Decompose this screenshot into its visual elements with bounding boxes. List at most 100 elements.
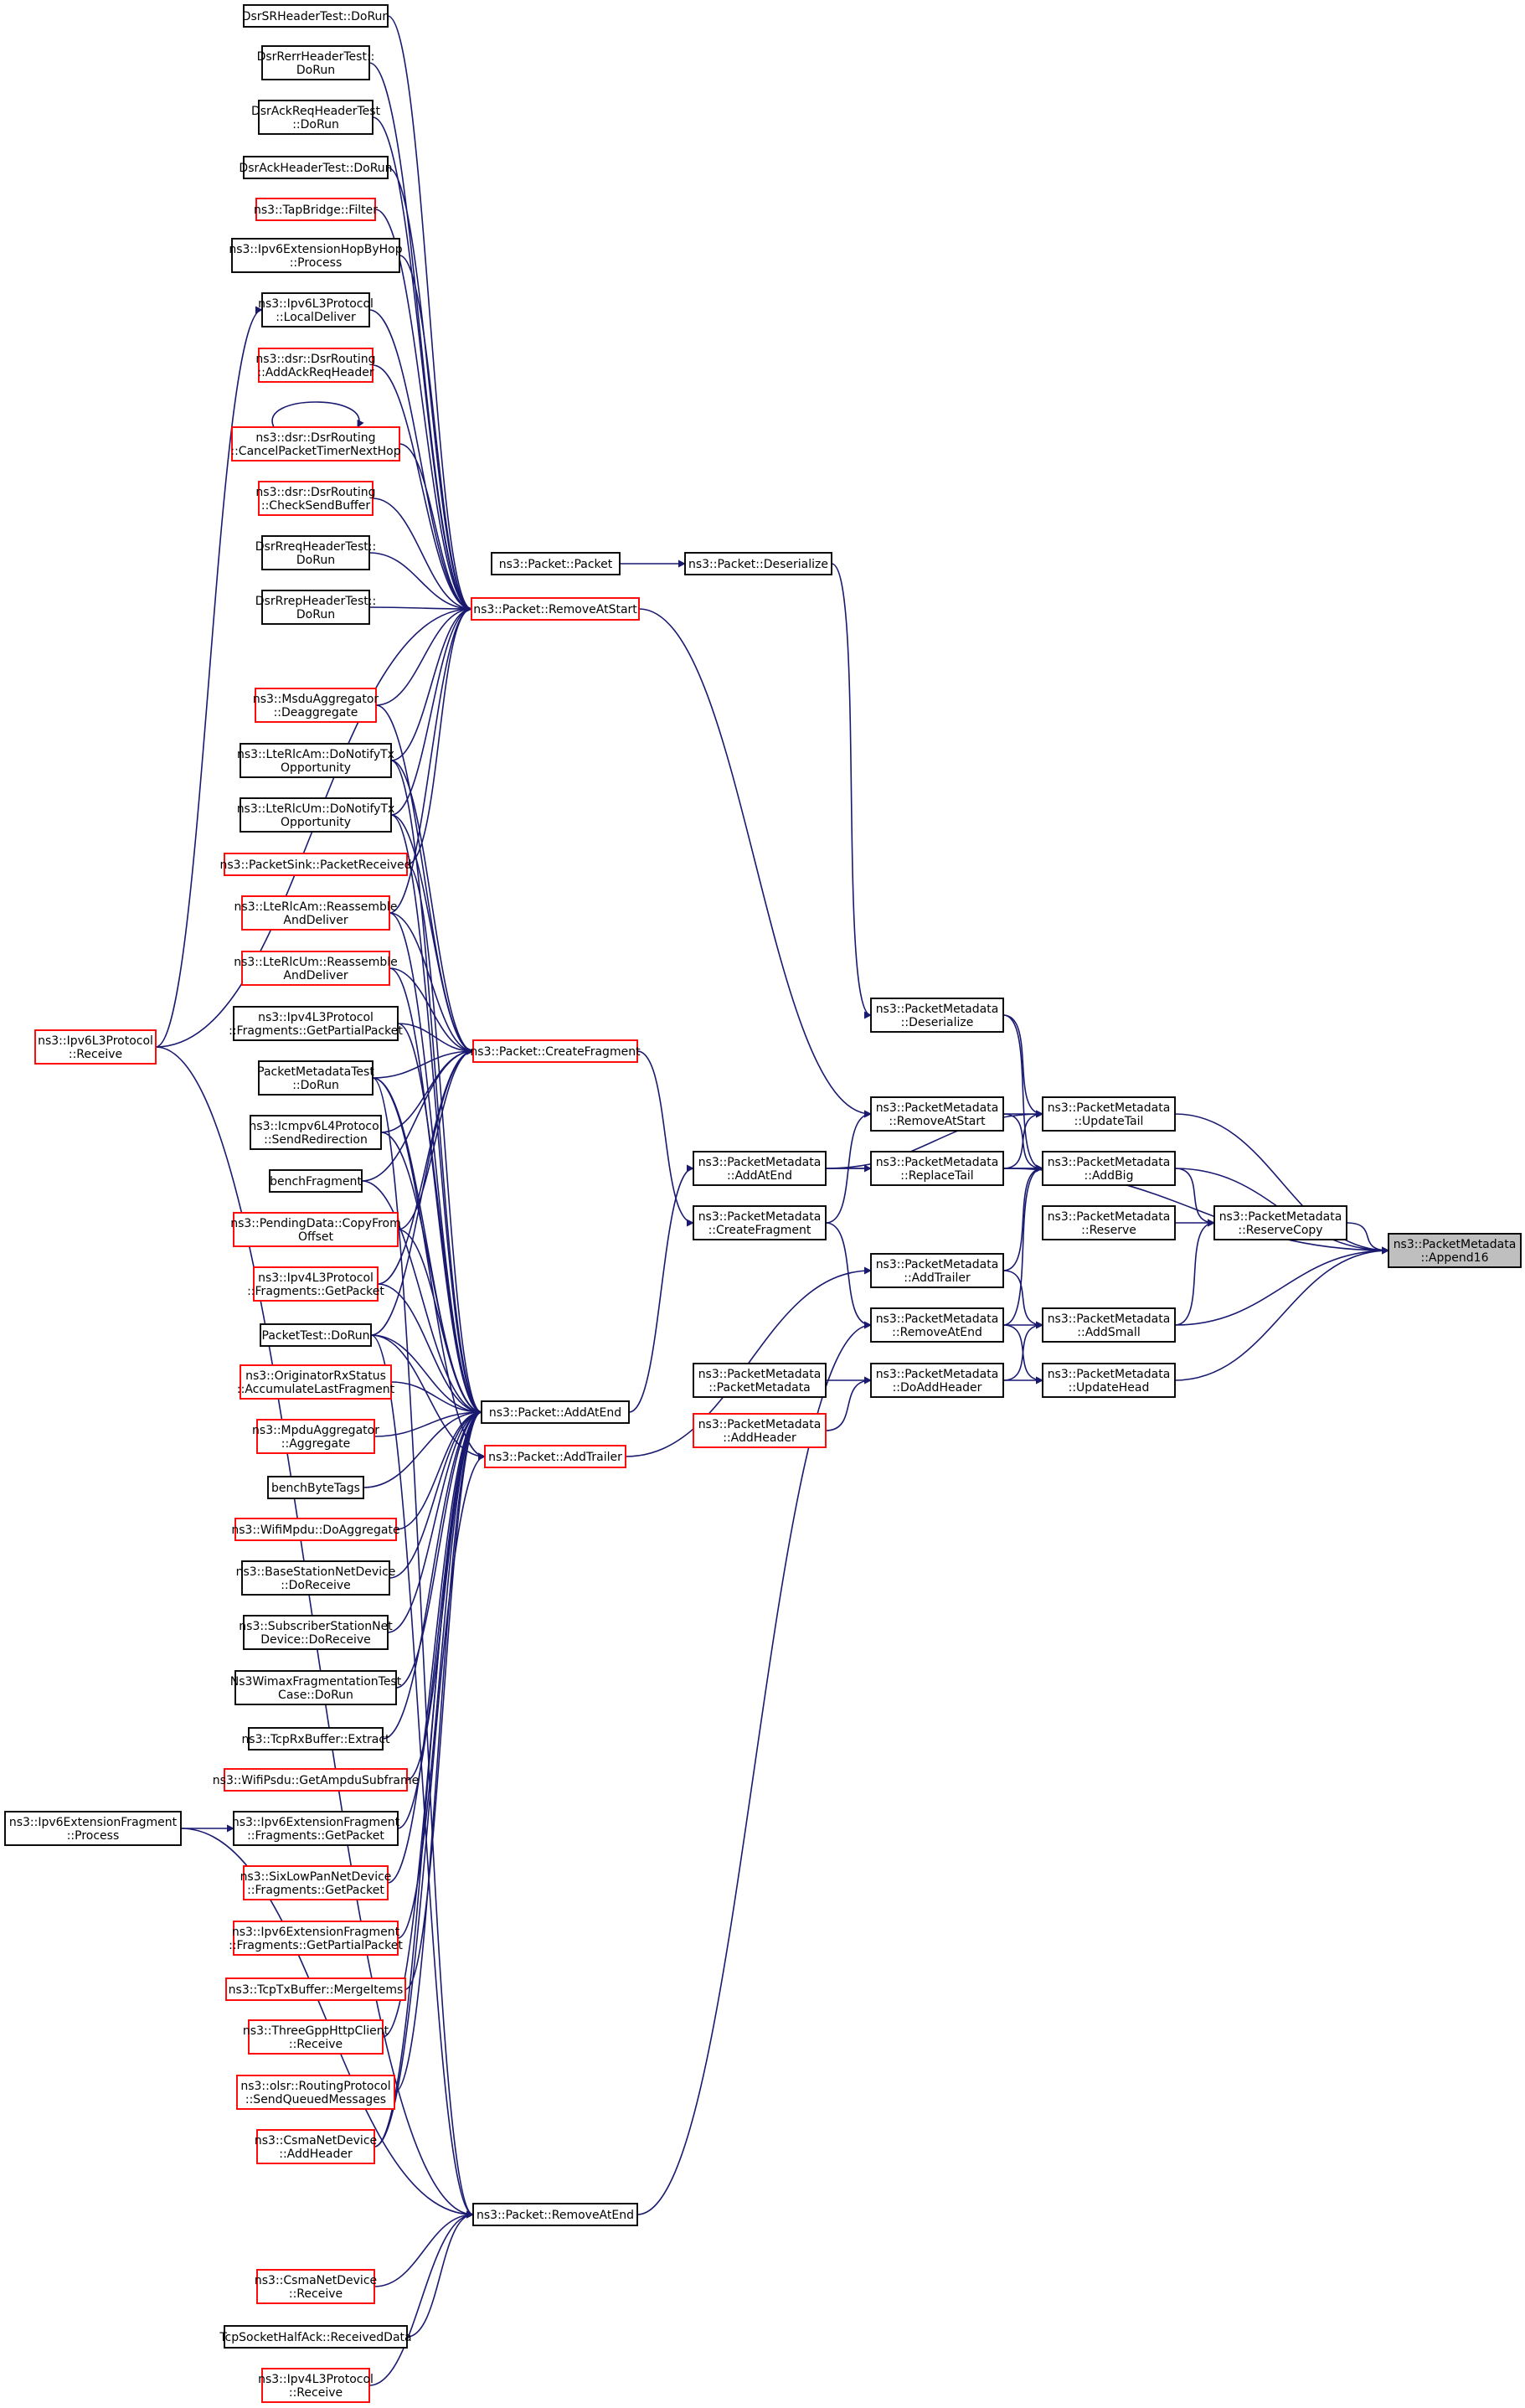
node-label: ns3::Ipv6L3Protocol bbox=[38, 1034, 153, 1048]
node-p-packet[interactable]: ns3::Packet::Packet bbox=[491, 552, 621, 575]
node-dsrrerr[interactable]: DsrRerrHeaderTest::DoRun bbox=[257, 45, 375, 80]
node-dsrsr[interactable]: DsrSRHeaderTest::DoRun bbox=[242, 4, 390, 28]
node-addsmall[interactable]: ns3::PacketMetadata::AddSmall bbox=[1042, 1307, 1176, 1343]
node-label: ns3::PacketMetadata bbox=[698, 1156, 822, 1169]
node-csmaaddheader[interactable]: ns3::CsmaNetDevice::AddHeader bbox=[255, 2129, 377, 2164]
node-label: ::AddAtEnd bbox=[727, 1169, 792, 1183]
node-box bbox=[256, 2129, 375, 2164]
call-edge bbox=[363, 1408, 482, 1488]
node-bsnetdev[interactable]: ns3::BaseStationNetDevice::DoReceive bbox=[236, 1560, 396, 1596]
node-label: ns3::Ipv6ExtensionFragment bbox=[232, 1816, 400, 1829]
node-label: ns3::Packet::RemoveAtStart bbox=[473, 603, 637, 616]
node-dsrchecksend[interactable]: ns3::dsr::DsrRouting::CheckSendBuffer bbox=[255, 481, 376, 516]
node-updatetail[interactable]: ns3::PacketMetadata::UpdateTail bbox=[1042, 1096, 1176, 1132]
node-wifimpdu[interactable]: ns3::WifiMpdu::DoAggregate bbox=[231, 1518, 400, 1541]
node-box bbox=[255, 688, 377, 723]
call-edge bbox=[1002, 1113, 1043, 1173]
node-box bbox=[243, 4, 389, 28]
node-tcprx[interactable]: ns3::TcpRxBuffer::Extract bbox=[241, 1727, 390, 1751]
node-label: DsrSRHeaderTest::DoRun bbox=[242, 10, 390, 23]
node-reservecopy[interactable]: ns3::PacketMetadata::ReserveCopy bbox=[1213, 1205, 1347, 1240]
node-dsrackreq[interactable]: DsrAckReqHeaderTest::DoRun bbox=[251, 100, 381, 135]
node-p-removeatend[interactable]: ns3::Packet::RemoveAtEnd bbox=[472, 2203, 638, 2226]
node-dsrrreq[interactable]: DsrRreqHeaderTest::DoRun bbox=[255, 535, 376, 570]
node-pm-addtrailer[interactable]: ns3::PacketMetadata::AddTrailer bbox=[870, 1253, 1004, 1288]
node-threegpp[interactable]: ns3::ThreeGppHttpClient::Receive bbox=[243, 2019, 389, 2055]
node-mpduagg[interactable]: ns3::MpduAggregator::Aggregate bbox=[252, 1419, 379, 1454]
node-label: ::ReserveCopy bbox=[1238, 1224, 1322, 1237]
call-edge bbox=[390, 605, 472, 816]
node-benchfrag[interactable]: benchFragment bbox=[269, 1169, 363, 1193]
node-wifipsdu[interactable]: ns3::WifiPsdu::GetAmpduSubframe bbox=[213, 1768, 419, 1792]
call-edge bbox=[374, 209, 472, 613]
node-label: Ns3WimaxFragmentationTest bbox=[230, 1675, 402, 1689]
node-dsrrrep[interactable]: DsrRrepHeaderTest::DoRun bbox=[255, 590, 376, 625]
node-reserve[interactable]: ns3::PacketMetadata::Reserve bbox=[1042, 1205, 1176, 1240]
node-append16[interactable]: ns3::PacketMetadata::Append16 bbox=[1388, 1233, 1522, 1268]
node-packettest[interactable]: PacketTest::DoRun bbox=[260, 1323, 372, 1347]
node-p-addatend[interactable]: ns3::Packet::AddAtEnd bbox=[481, 1400, 630, 1424]
call-edge bbox=[397, 1023, 474, 1055]
node-pm-ctor[interactable]: ns3::PacketMetadata::PacketMetadata bbox=[693, 1363, 827, 1398]
node-removeatstart-pm[interactable]: ns3::PacketMetadata::RemoveAtStart bbox=[870, 1096, 1004, 1132]
node-box bbox=[224, 2325, 408, 2349]
node-label: ::LocalDeliver bbox=[276, 311, 356, 324]
node-ssnetdev[interactable]: ns3::SubscriberStationNetDevice::DoRecei… bbox=[239, 1615, 393, 1650]
node-label: ::DoReceive bbox=[281, 1579, 351, 1592]
node-p-addtrailer[interactable]: ns3::Packet::AddTrailer bbox=[484, 1445, 626, 1468]
node-pm-createfragment[interactable]: ns3::PacketMetadata::CreateFragment bbox=[693, 1205, 827, 1240]
node-box bbox=[1042, 1096, 1176, 1132]
node-olsr[interactable]: ns3::olsr::RoutingProtocol::SendQueuedMe… bbox=[236, 2075, 395, 2110]
node-ipv4receive[interactable]: ns3::Ipv4L3Protocol::Receive bbox=[258, 2368, 374, 2403]
node-pm-addatend[interactable]: ns3::PacketMetadata::AddAtEnd bbox=[693, 1151, 827, 1186]
node-pmtest[interactable]: PacketMetadataTest::DoRun bbox=[257, 1060, 374, 1096]
node-ipv6fragpartial[interactable]: ns3::Ipv6ExtensionFragment::Fragments::G… bbox=[229, 1921, 403, 1956]
node-icmpv6[interactable]: ns3::Icmpv6L4Protocol::SendRedirection bbox=[249, 1115, 383, 1150]
node-csmareceive[interactable]: ns3::CsmaNetDevice::Receive bbox=[255, 2269, 377, 2304]
node-originator[interactable]: ns3::OriginatorRxStatus::AccumulateLastF… bbox=[237, 1364, 395, 1400]
node-p-deserialize[interactable]: ns3::Packet::Deserialize bbox=[684, 552, 832, 575]
node-dsrackreqhdr[interactable]: ns3::dsr::DsrRouting::AddAckReqHeader bbox=[255, 348, 376, 383]
node-packetsink[interactable]: ns3::PacketSink::PacketReceived bbox=[220, 853, 412, 876]
node-sixlowpan[interactable]: ns3::SixLowPanNetDevice::Fragments::GetP… bbox=[240, 1865, 392, 1900]
node-ipv6hop[interactable]: ns3::Ipv6ExtensionHopByHop::Process bbox=[229, 238, 403, 273]
node-tapbridge[interactable]: ns3::TapBridge::Filter bbox=[254, 198, 378, 221]
node-label: ::Receive bbox=[289, 2386, 343, 2400]
node-ipv6receive[interactable]: ns3::Ipv6L3Protocol::Receive bbox=[34, 1029, 157, 1065]
node-box bbox=[693, 1363, 827, 1398]
call-edge bbox=[372, 498, 472, 613]
node-addbig[interactable]: ns3::PacketMetadata::AddBig bbox=[1042, 1151, 1176, 1186]
node-doaddheader[interactable]: ns3::PacketMetadata::DoAddHeader bbox=[870, 1363, 1004, 1398]
node-label: ns3::MsduAggregator bbox=[253, 693, 379, 706]
node-p-removeatstart[interactable]: ns3::Packet::RemoveAtStart bbox=[471, 597, 640, 621]
node-p-createfragment[interactable]: ns3::Packet::CreateFragment bbox=[470, 1039, 641, 1063]
node-dsrack[interactable]: DsrAckHeaderTest::DoRun bbox=[239, 156, 393, 179]
node-ipv6fraggetpacket[interactable]: ns3::Ipv6ExtensionFragment::Fragments::G… bbox=[232, 1811, 400, 1846]
node-label: ns3::Ipv4L3Protocol bbox=[258, 1011, 374, 1024]
call-edge bbox=[372, 364, 472, 613]
node-pm-addheader[interactable]: ns3::PacketMetadata::AddHeader bbox=[693, 1413, 827, 1448]
node-ipv6fragprocess[interactable]: ns3::Ipv6ExtensionFragment::Process bbox=[4, 1811, 182, 1846]
node-tcpsocket[interactable]: TcpSocketHalfAck::ReceivedData bbox=[219, 2325, 412, 2349]
node-replacetail[interactable]: ns3::PacketMetadata::ReplaceTail bbox=[870, 1151, 1004, 1186]
node-ipv4getpacket[interactable]: ns3::Ipv4L3Protocol::Fragments::GetPacke… bbox=[247, 1266, 384, 1302]
node-tcptx[interactable]: ns3::TcpTxBuffer::MergeItems bbox=[225, 1977, 406, 2001]
node-dsrcancel[interactable]: ns3::dsr::DsrRouting::CancelPacketTimerN… bbox=[230, 426, 401, 461]
node-label: ::Fragments::GetPacket bbox=[247, 1829, 384, 1843]
node-ipv4partial[interactable]: ns3::Ipv4L3Protocol::Fragments::GetParti… bbox=[229, 1006, 403, 1041]
node-msdu[interactable]: ns3::MsduAggregator::Deaggregate bbox=[253, 688, 379, 723]
node-benchbytetags[interactable]: benchByteTags bbox=[267, 1476, 364, 1499]
node-ipv6l3local[interactable]: ns3::Ipv6L3Protocol::LocalDeliver bbox=[258, 292, 374, 327]
node-pm-deserialize[interactable]: ns3::PacketMetadata::Deserialize bbox=[870, 998, 1004, 1033]
call-edge bbox=[370, 1047, 474, 1336]
node-pm-removeatend[interactable]: ns3::PacketMetadata::RemoveAtEnd bbox=[870, 1307, 1004, 1343]
node-label: ns3::PacketMetadata bbox=[876, 1368, 999, 1381]
node-updatehead[interactable]: ns3::PacketMetadata::UpdateHead bbox=[1042, 1363, 1176, 1398]
